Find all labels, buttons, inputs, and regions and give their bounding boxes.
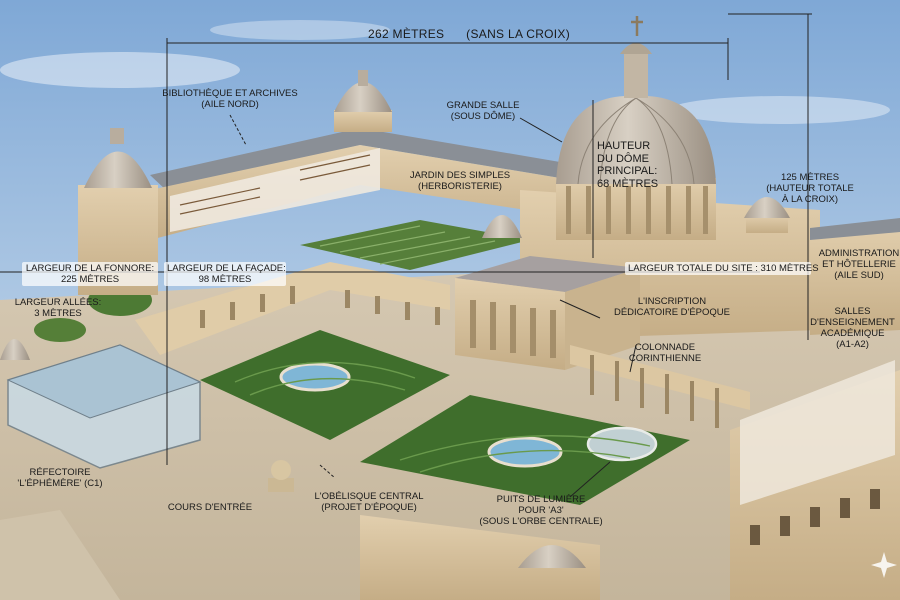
east-small-dome-drum bbox=[746, 215, 788, 233]
central-portico-roof bbox=[455, 256, 640, 292]
west-cloister bbox=[135, 262, 450, 355]
north-dome bbox=[334, 82, 392, 112]
south-front-dome bbox=[518, 545, 586, 568]
herb-beds bbox=[319, 225, 496, 265]
library-cutaway bbox=[170, 148, 380, 232]
main-lantern-cap bbox=[620, 43, 652, 54]
light-well bbox=[586, 426, 658, 462]
fountain-left bbox=[279, 362, 351, 392]
label-refectory: RÉFECTOIRE'L'ÉPHÉMÈRE' (C1) bbox=[17, 467, 103, 489]
label-obelisk: L'OBÉLISQUE CENTRAL(PROJET D'ÉPOQUE) bbox=[314, 491, 424, 513]
label-fonnore-width: LARGEUR DE LA FONNORE:225 MÈTRES bbox=[22, 262, 158, 286]
glass-refectory-roof bbox=[6, 344, 202, 419]
academic-cutaway bbox=[740, 360, 895, 505]
label-entry-court: COURS D'ENTRÉE bbox=[167, 502, 253, 513]
herb-garden bbox=[300, 220, 530, 270]
main-lantern bbox=[624, 50, 648, 98]
north-dome-lantern bbox=[358, 70, 368, 86]
east-colonnade-columns bbox=[590, 355, 719, 428]
dome-ribs bbox=[577, 97, 695, 185]
cloud bbox=[210, 20, 390, 40]
north-dome-drum bbox=[334, 110, 392, 132]
label-great-hall: GRANDE SALLE(SOUS DÔME) bbox=[446, 100, 520, 122]
label-alley-width: LARGEUR ALLÉES:3 MÈTRES bbox=[14, 297, 102, 319]
east-small-dome bbox=[744, 197, 790, 218]
obelisk-base bbox=[268, 478, 294, 492]
drum-columns bbox=[566, 186, 708, 234]
south-wing bbox=[810, 222, 900, 335]
west-lantern bbox=[110, 128, 124, 144]
label-site-width: LARGEUR TOTALE DU SITE : 310 MÈTRES bbox=[625, 262, 819, 275]
portico-columns bbox=[470, 300, 556, 358]
label-width-no-cross: 262 MÈTRES (SANS LA CROIX) bbox=[368, 27, 571, 41]
cloud bbox=[0, 52, 240, 88]
main-dome bbox=[556, 95, 716, 184]
label-library: BIBLIOTHÈQUE ET ARCHIVES(AILE NORD) bbox=[162, 88, 298, 110]
west-cloister-arches bbox=[200, 286, 440, 328]
label-facade-width: LARGEUR DE LA FAÇADE:98 MÈTRES bbox=[164, 262, 286, 286]
west-dome bbox=[84, 151, 152, 188]
library-shelves bbox=[179, 154, 371, 215]
south-wing-roof bbox=[810, 218, 900, 240]
north-wing bbox=[150, 145, 560, 240]
portico-side bbox=[565, 268, 640, 370]
academic-windows bbox=[750, 489, 880, 545]
obelisk-orb bbox=[271, 460, 291, 480]
hedge-maze-lines bbox=[234, 361, 651, 473]
cloud bbox=[670, 96, 890, 124]
label-simples-garden: JARDIN DES SIMPLES(HERBORISTERIE) bbox=[409, 170, 511, 192]
central-small-dome bbox=[482, 215, 522, 238]
south-front-building bbox=[360, 515, 600, 600]
cross-icon bbox=[631, 16, 643, 36]
sparkle-icon bbox=[871, 552, 897, 578]
entry-stairs bbox=[0, 510, 120, 600]
tree bbox=[34, 318, 86, 342]
southwest-dome bbox=[0, 339, 30, 360]
